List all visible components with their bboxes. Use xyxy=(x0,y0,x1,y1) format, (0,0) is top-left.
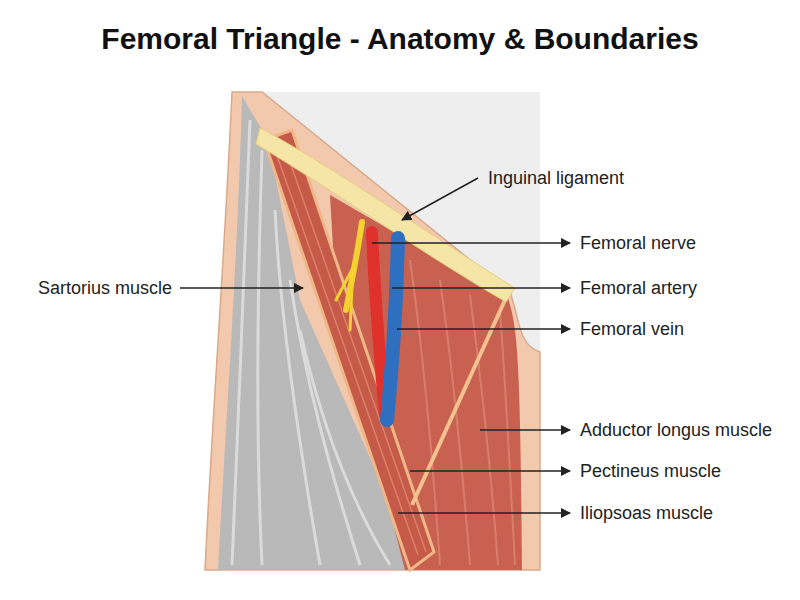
part-label: Femoral vein xyxy=(580,319,684,340)
leader-line xyxy=(398,512,570,514)
diagram-title: Femoral Triangle - Anatomy & Boundaries xyxy=(0,22,800,56)
femoral-vein xyxy=(387,238,398,420)
part-label: Femoral artery xyxy=(580,278,697,299)
part-label: Femoral nerve xyxy=(580,233,696,254)
inguinal-ligament xyxy=(256,128,515,302)
femoral-vessels xyxy=(336,222,398,420)
leader-line xyxy=(480,429,570,431)
part-label: Sartorius muscle xyxy=(38,278,172,299)
leader-line xyxy=(397,328,570,330)
part-label: Inguinal ligament xyxy=(488,168,624,189)
leader-line xyxy=(372,242,570,244)
leader-lines xyxy=(180,178,570,513)
leader-line xyxy=(392,287,570,289)
leader-line xyxy=(402,178,478,220)
skin xyxy=(205,92,540,570)
part-label: Pectineus muscle xyxy=(580,461,721,482)
leader-line xyxy=(410,470,570,472)
part-label: Iliopsoas muscle xyxy=(580,503,713,524)
part-label: Adductor longus muscle xyxy=(580,420,772,441)
sartorius-fibres xyxy=(275,145,426,555)
adductor-border xyxy=(412,300,505,505)
leader-line xyxy=(180,287,303,289)
nerve-branch xyxy=(350,285,352,330)
